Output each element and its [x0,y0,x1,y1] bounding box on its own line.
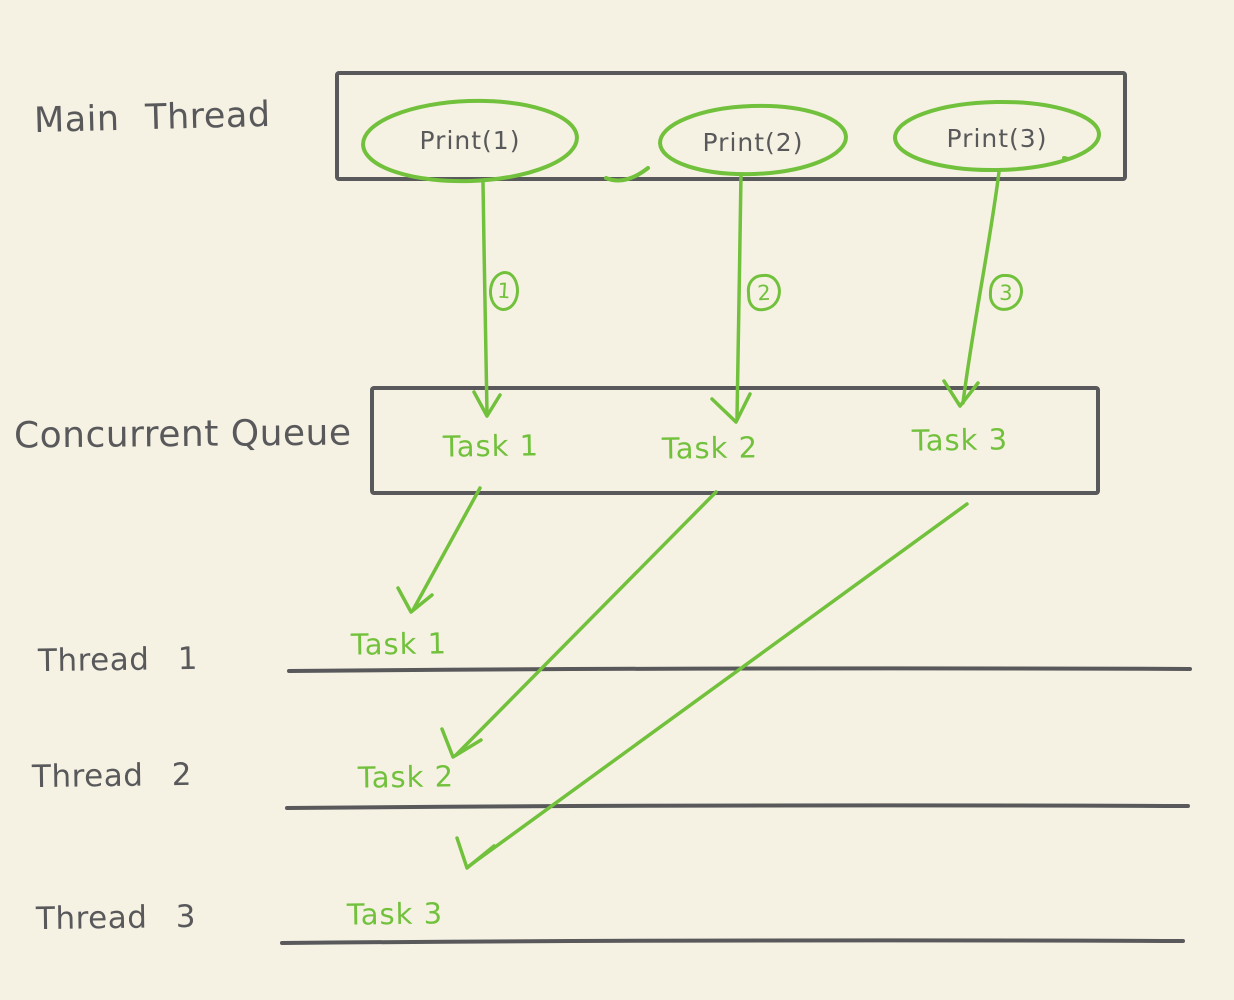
queue-task-1-label: Task 1 [442,428,540,464]
thread-1-label: Thread 1 [37,640,199,680]
print-call-1-oval [361,98,579,184]
main-thread-box [335,71,1127,181]
print-call-3-label: Print(3) [946,124,1048,153]
thread-1-task-label: Task 1 [350,626,448,662]
concurrent-queue-box [370,386,1100,495]
queue-task-3-label: Task 3 [911,422,1009,458]
print-call-2-oval [658,103,848,177]
print-call-3-pen-dot [1062,156,1070,161]
thread-3-line [280,938,1185,945]
thread-3-task-label: Task 3 [346,896,444,932]
thread-2-label: Thread 2 [31,756,193,796]
queue-to-thread-1-arrow [411,486,482,612]
concurrent-queue-label: Concurrent Queue [13,412,352,457]
thread-2-line [285,803,1190,810]
print-call-1-label: Print(1) [419,126,521,155]
thread-2-task-label: Task 2 [357,759,455,795]
step-badge-1-number: 1 [496,278,512,304]
step-badge-3-number: 3 [998,280,1014,305]
queue-to-thread-2-arrow [454,490,718,757]
print-call-3-oval [893,99,1101,173]
queue-to-thread-1-arrow-head [396,586,434,614]
queue-task-2-label: Task 2 [661,430,759,466]
thread-3-label: Thread 3 [35,898,197,938]
dispatch-arrow-2 [735,172,743,420]
dispatch-arrow-3-head [942,379,980,408]
queue-to-thread-2-arrow-head [440,727,483,759]
queue-to-thread-3-arrow-head [455,836,496,870]
main-thread-label: Main Thread [33,94,272,142]
dispatch-arrow-1 [481,181,489,415]
dispatch-arrow-2-head [710,392,752,424]
step-badge-2-number: 2 [756,280,772,305]
dispatch-arrow-1-head [472,390,502,418]
queue-to-thread-3-arrow [467,502,969,868]
dispatch-arrow-3 [961,170,1001,405]
print-call-1-oval-tail [604,166,650,183]
print-call-2-label: Print(2) [702,128,804,157]
